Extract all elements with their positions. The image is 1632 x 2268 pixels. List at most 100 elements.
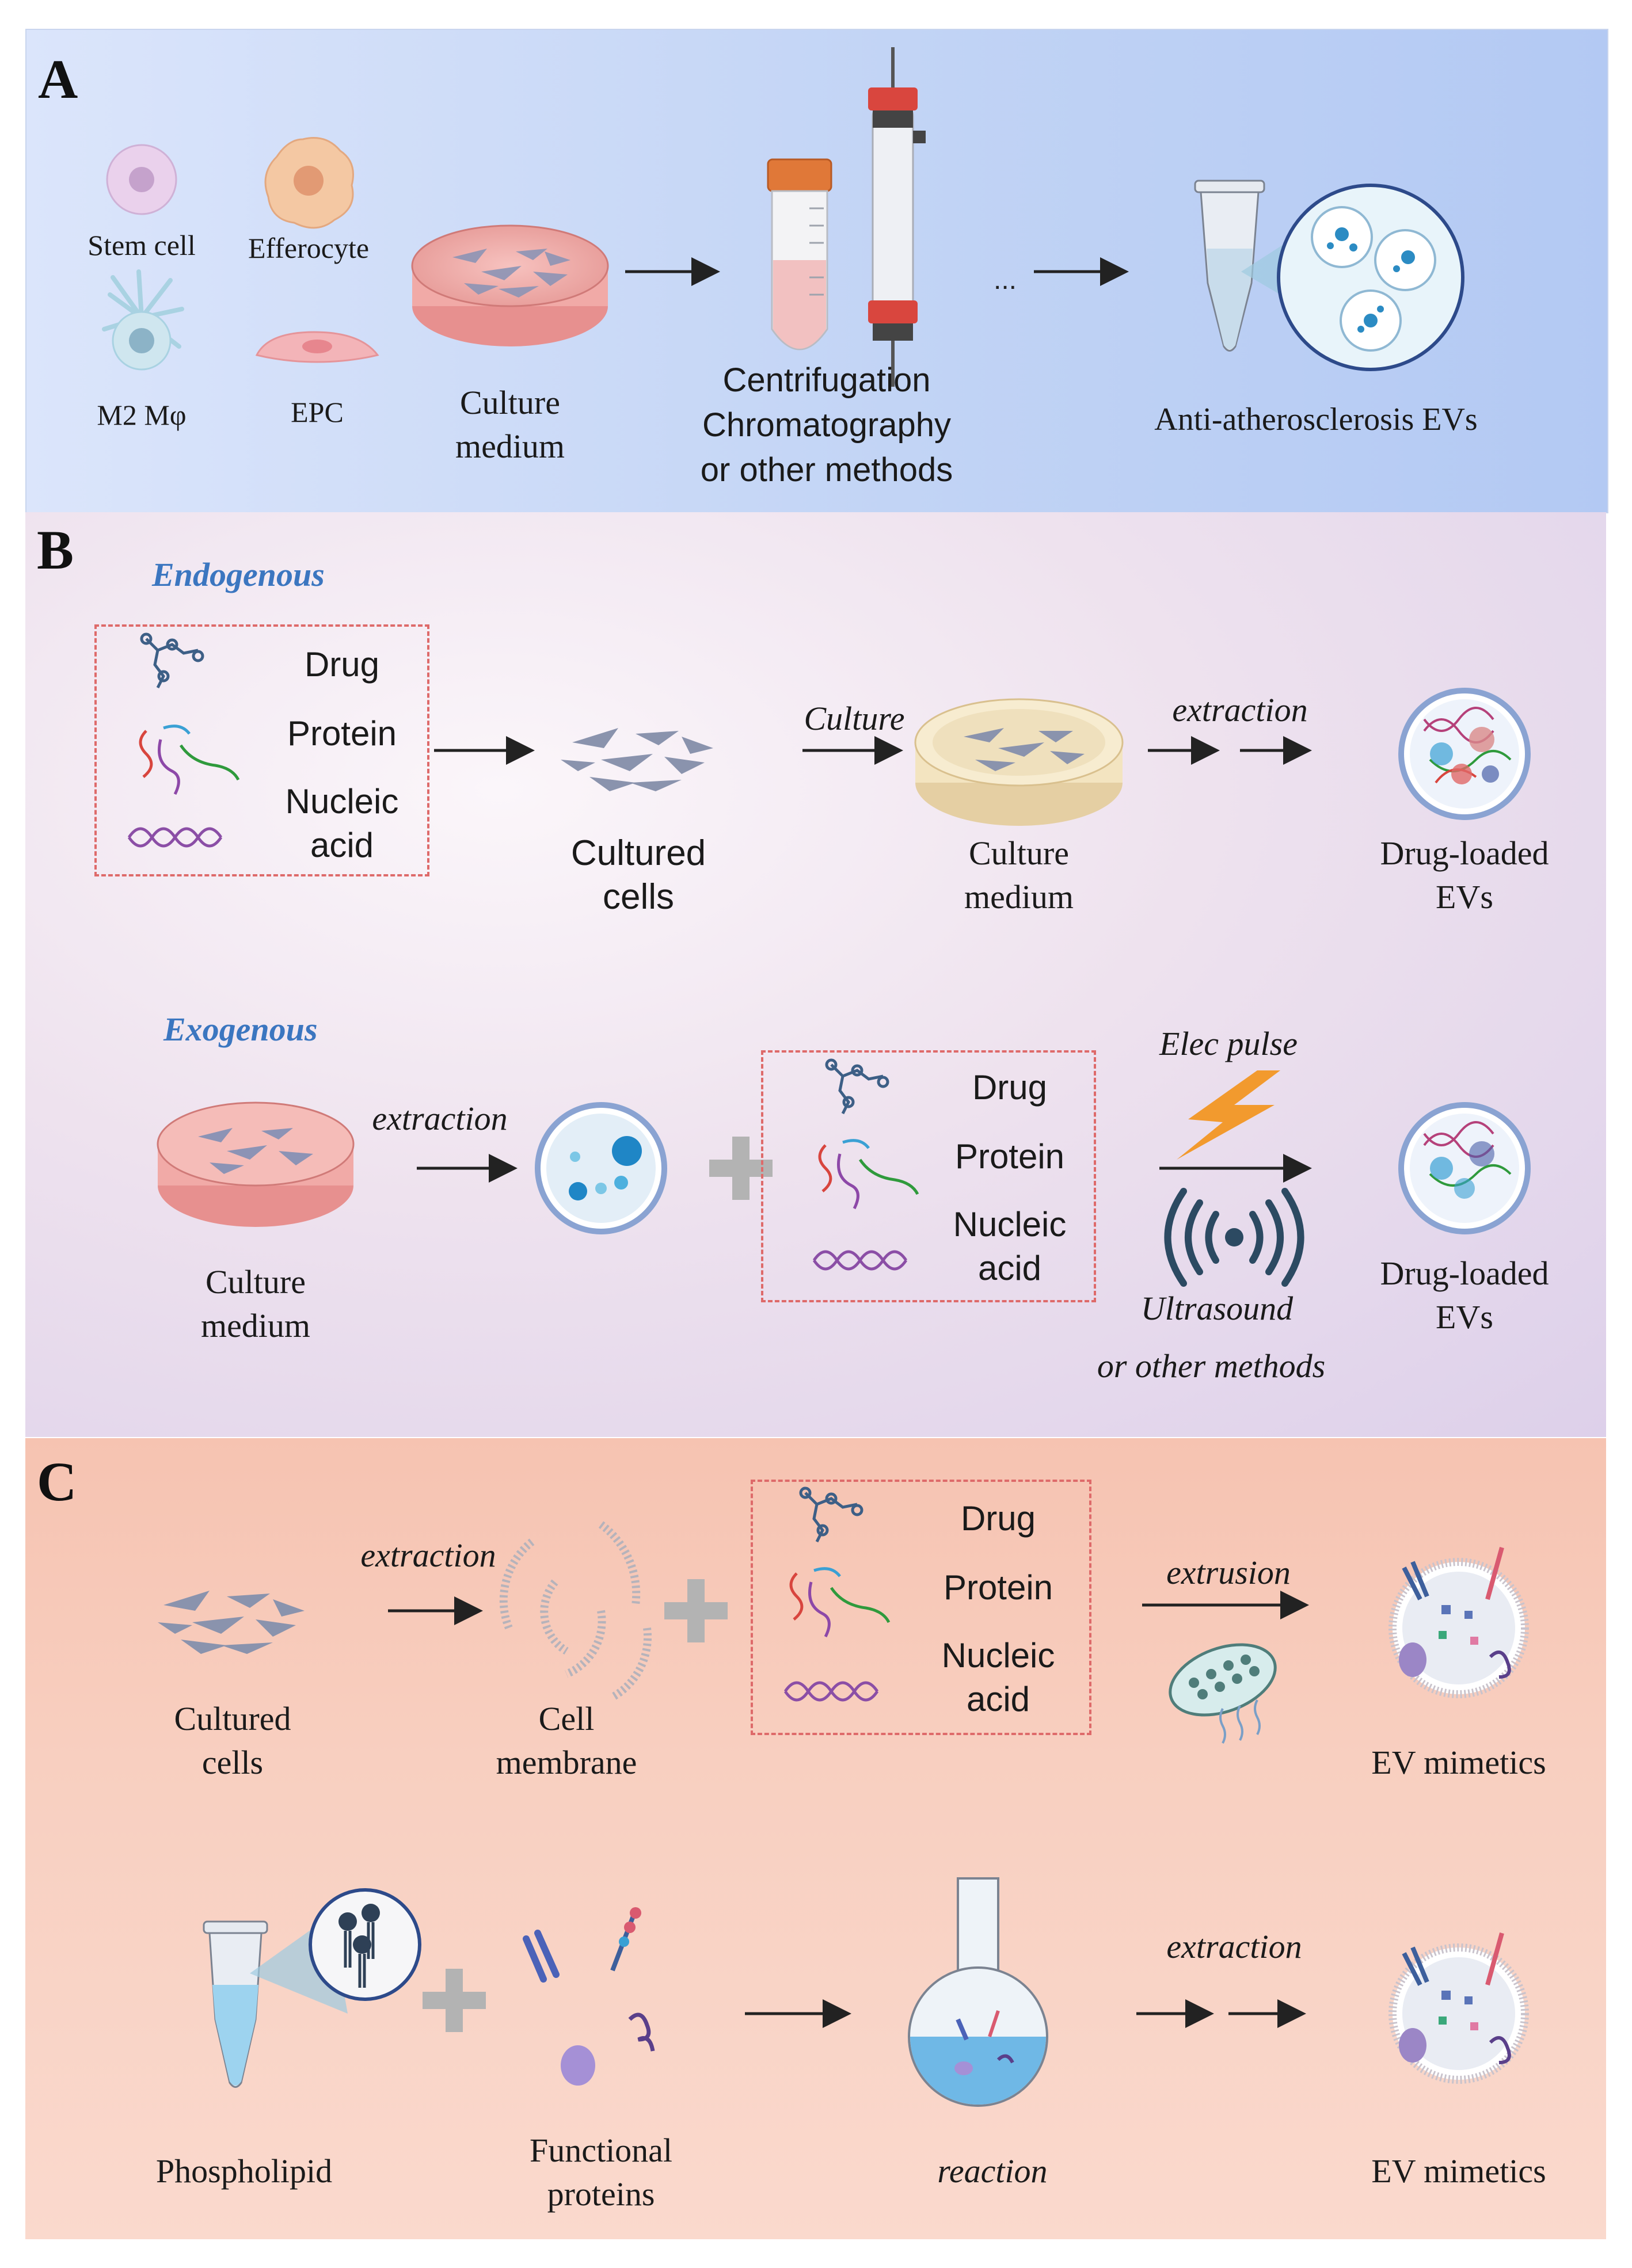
culture-medium-line-2: medium [964, 878, 1074, 916]
drug-loaded-ev-icon [1398, 1102, 1531, 1234]
efferocyte-label: Efferocyte [248, 232, 370, 264]
protein-strands-icon [789, 1567, 891, 1638]
cargo-nucleic-line-2: acid [310, 826, 374, 864]
stem-cell-label: Stem cell [88, 229, 196, 261]
stem-cell-icon [106, 144, 177, 215]
panel-label: A [38, 48, 78, 110]
dna-helix-icon [812, 1250, 908, 1271]
endogenous-cargo-box [94, 624, 429, 876]
anti-atherosclerosis-evs-label: Anti-atherosclerosis EVs [1154, 402, 1478, 437]
cell-membrane-label: Cell membrane [474, 1697, 659, 1785]
drug-loaded-line-1: Drug-loaded [1380, 1255, 1549, 1292]
dna-helix-icon [127, 827, 223, 848]
cargo-drug: Drug [972, 1068, 1048, 1107]
phospholipid-zoom-icon [309, 1888, 421, 2001]
efferocyte-icon [264, 137, 354, 229]
cargo-nucleic-line-1: Nucleic [285, 782, 399, 821]
method-centrifugation: Centrifugation [722, 361, 931, 399]
panel-a: ... A Stem cell Efferocyte M2 Mφ EPC Cul… [25, 29, 1608, 513]
chromatography-column-icon [868, 47, 926, 387]
ev-mimetic-icon [1388, 1546, 1529, 1698]
culture-medium-line-1: Culture [969, 834, 1069, 872]
extraction-step-label: extraction [1166, 1928, 1302, 1965]
epc-icon [255, 331, 379, 363]
cultured-cells-line-1: Cultured [570, 833, 706, 873]
drug-loaded-evs-label: Drug-loaded EVs [1372, 1252, 1557, 1339]
ev-zoom-icon [1277, 184, 1464, 371]
ev-mimetics-label: EV mimetics [1371, 2152, 1546, 2190]
ev-mimetics-label: EV mimetics [1371, 1744, 1546, 1781]
exogenous-title: Exogenous [163, 1011, 318, 1048]
panel-c: C extraction Cultured cells Cell membran… [25, 1438, 1606, 2239]
endogenous-title: Endogenous [152, 556, 325, 593]
ultrasound-label: Ultrasound [1140, 1290, 1294, 1327]
cell-membrane-line-2: membrane [496, 1744, 637, 1781]
cultured-cells-icon [561, 728, 713, 791]
ultrasound-icon [1164, 1188, 1304, 1287]
drug-molecule-icon [825, 1058, 889, 1115]
extrusion-step-label: extrusion [1166, 1554, 1291, 1591]
cargo-nucleic-acid: Nucleic acid [923, 1634, 1073, 1721]
cargo-nucleic-line-1: Nucleic [953, 1205, 1067, 1244]
protein-strands-icon [139, 725, 240, 795]
drug-loaded-line-2: EVs [1436, 1298, 1493, 1336]
culture-medium-label: Culture medium [424, 381, 596, 468]
cultured-cells-label: Cultured cells [543, 832, 733, 919]
petri-dish-icon [411, 224, 609, 346]
exogenous-cargo-box [761, 1050, 1096, 1302]
cell-membrane-line-1: Cell [538, 1700, 595, 1737]
cargo-box [751, 1480, 1091, 1735]
cargo-nucleic-line-1: Nucleic [941, 1636, 1055, 1675]
petri-dish-icon [157, 1101, 355, 1227]
ev-mimetic-icon [1388, 1932, 1529, 2084]
drug-molecule-icon [799, 1486, 863, 1543]
culture-dish-icon [914, 698, 1124, 826]
panel-b: B Endogenous Drug Protein Nucleic acid C… [25, 512, 1606, 1437]
cargo-protein: Protein [287, 714, 397, 753]
panel-b-graphics [127, 632, 1531, 1287]
elec-pulse-label: Elec pulse [1159, 1025, 1298, 1062]
extrusion-membrane-icon [1169, 1643, 1277, 1744]
cargo-nucleic-line-2: acid [977, 1249, 1042, 1287]
drug-loaded-evs-label: Drug-loaded EVs [1372, 832, 1557, 919]
cultured-cells-line-1: Cultured [174, 1700, 291, 1737]
culture-medium-line-2: medium [200, 1307, 311, 1344]
m2-macrophage-label: M2 Mφ [97, 399, 187, 431]
culture-medium-label: Culture medium [933, 832, 1105, 919]
functional-proteins-icon [523, 1907, 655, 2086]
lightning-icon [1177, 1070, 1280, 1160]
culture-medium-line-2: medium [455, 428, 565, 465]
plus-icon [664, 1579, 728, 1642]
cultured-cells-line-2: cells [201, 1744, 264, 1781]
extracellular-vesicle-icon [535, 1102, 667, 1234]
culture-medium-line-1: Culture [206, 1263, 306, 1301]
drug-loaded-ev-icon [1398, 688, 1531, 820]
panel-c-graphics [158, 1486, 1529, 2107]
functional-proteins-label: Functional proteins [497, 2129, 705, 2216]
cargo-protein: Protein [943, 1568, 1053, 1607]
cultured-cells-label: Cultured cells [140, 1697, 325, 1785]
cargo-drug: Drug [960, 1499, 1036, 1538]
cultured-cells-icon [158, 1591, 305, 1654]
cargo-protein: Protein [954, 1137, 1065, 1176]
centrifuge-tube-icon [767, 158, 832, 350]
cargo-nucleic-acid: Nucleic acid [267, 780, 417, 867]
panel-label: B [37, 519, 74, 581]
culture-medium-label: Culture medium [169, 1260, 342, 1348]
other-methods-label: or other methods [1097, 1347, 1326, 1385]
functional-proteins-line-1: Functional [529, 2132, 673, 2169]
cargo-nucleic-acid: Nucleic acid [935, 1203, 1085, 1290]
drug-loaded-line-1: Drug-loaded [1380, 834, 1549, 872]
panel-label: C [37, 1451, 77, 1512]
extraction-step-label: extraction [360, 1537, 496, 1574]
drug-molecule-icon [140, 632, 204, 689]
cargo-drug: Drug [304, 645, 380, 684]
plus-icon [423, 1969, 486, 2032]
separation-methods-label: Centrifugation Chromatography or other m… [677, 358, 976, 493]
culture-medium-line-1: Culture [460, 384, 560, 421]
protein-strands-icon [818, 1139, 919, 1210]
method-chromatography: Chromatography [702, 406, 951, 444]
ellipsis: ... [994, 265, 1017, 295]
extraction-step-label: extraction [1172, 691, 1308, 729]
phospholipid-label: Phospholipid [155, 2152, 333, 2190]
